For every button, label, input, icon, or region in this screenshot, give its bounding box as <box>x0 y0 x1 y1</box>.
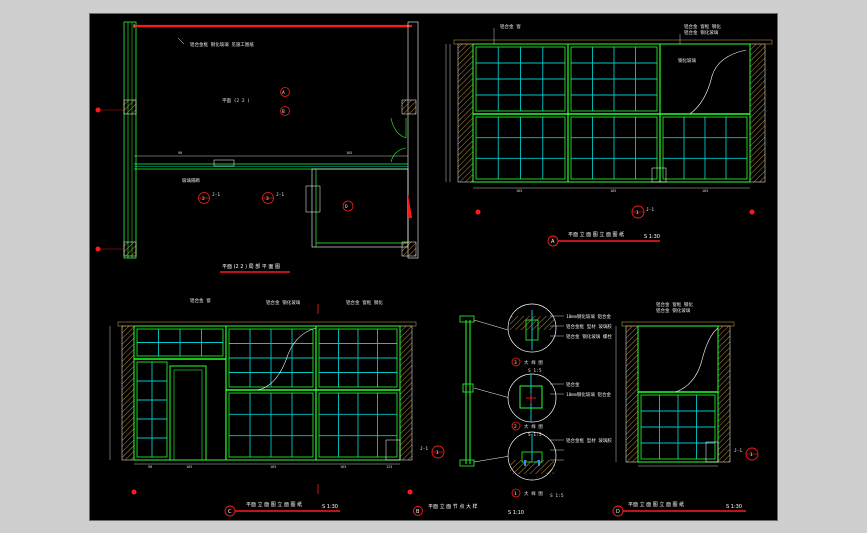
detail-note-4: 铝合金 <box>566 381 580 388</box>
elevation-a <box>445 28 773 247</box>
detail-3-num[interactable]: 3 <box>514 360 517 366</box>
elev-c-scale: S 1:30 <box>322 504 338 510</box>
plan-ref-num-2[interactable]: 2 <box>202 196 205 202</box>
glass-panel <box>318 328 398 388</box>
glass-panel <box>475 116 566 180</box>
elev-a-title: 平面 立 面 图 立 面 图 纸 <box>568 231 624 238</box>
callout-d[interactable]: D <box>345 204 348 210</box>
elev-a-note-3: 铝合金 钢化玻璃 <box>684 29 719 36</box>
elev-a-dim-1: 165 <box>516 189 522 193</box>
detail-note-2: 铝合金框 型材 玻璃胶 <box>566 323 612 330</box>
detail-note-6: 铝合金框 型材 玻璃胶 <box>566 437 612 444</box>
elevation-a-glass-grid <box>475 46 748 180</box>
elev-c-ref-text: J-1 <box>420 446 428 452</box>
elev-a-scale: S 1:30 <box>644 234 660 240</box>
detail-note-3: 铝合金 钢化玻璃 螺栓 <box>566 333 612 340</box>
detail-tag[interactable]: B <box>416 509 420 515</box>
detail-3-scale: S 1:5 <box>528 368 542 374</box>
glass-panel <box>662 116 748 180</box>
plan-ref-text-2: J-1 <box>212 192 220 198</box>
plan-room-label: 平面 (2 2 ) <box>222 98 250 104</box>
glass-panel <box>570 46 658 112</box>
plan-ref-num-3[interactable]: 3 <box>266 196 269 202</box>
elev-c-note-1: 铝合金 窗 <box>190 297 211 304</box>
section-details <box>413 303 564 516</box>
glass-panel <box>228 328 314 388</box>
elev-c-dim-4: 165 <box>340 465 346 469</box>
detail-2-text: 大 样 图 <box>524 423 543 430</box>
elev-a-dim-3: 165 <box>702 189 708 193</box>
elev-c-dim-5: 125 <box>386 465 392 469</box>
detail-1-scale: S 1:5 <box>550 493 564 499</box>
detail-3-text: 大 样 图 <box>524 359 543 366</box>
floor-plan <box>95 21 419 273</box>
cad-drawing-canvas: 铝合金框 钢化玻璃 见施工图纸 平面 (2 2 ) 玻璃隔断 A B D 2 J… <box>89 13 778 521</box>
elev-a-tag[interactable]: A <box>551 239 555 245</box>
elev-d-note-2: 铝合金 钢化玻璃 <box>656 307 691 314</box>
glass-panel <box>640 394 716 460</box>
glass-panel <box>136 361 168 458</box>
callout-b[interactable]: B <box>282 109 285 115</box>
elev-a-ref-num[interactable]: 1 <box>636 210 639 216</box>
elev-c-tag[interactable]: C <box>228 509 232 515</box>
callout-a[interactable]: A <box>282 90 285 96</box>
detail-2-num[interactable]: 2 <box>514 424 517 430</box>
plan-dim-1: 90 <box>178 151 182 155</box>
elev-d-scale: S 1:30 <box>726 504 742 510</box>
elev-c-dim-1: 90 <box>148 465 152 469</box>
plan-partition-note: 玻璃隔断 <box>182 177 200 184</box>
elev-a-note-1: 铝合金 窗 <box>500 23 521 30</box>
cad-drawing: 铝合金框 钢化玻璃 见施工图纸 平面 (2 2 ) 玻璃隔断 A B D 2 J… <box>95 21 773 517</box>
detail-title: 平面 立 面 节 点 大 样 <box>428 503 478 510</box>
plan-title: 平面 (2 2 ) 局 部 平 面 图 <box>222 263 280 270</box>
glass-panel <box>136 328 224 357</box>
detail-2-scale: S 1:5 <box>528 432 542 438</box>
plan-ref-text-3: J-1 <box>276 192 284 198</box>
elevation-c-glass-grid <box>136 328 398 458</box>
elev-c-dim-2: 165 <box>186 465 192 469</box>
elev-a-dim-2: 165 <box>610 189 616 193</box>
elev-c-ref-num[interactable]: 1 <box>436 450 439 456</box>
detail-note-5: 10mm钢化玻璃 铝合金 <box>566 391 612 398</box>
elevation-d-glass-grid <box>640 394 716 460</box>
elev-d-note-1: 铝合金 窗框 钢化 <box>656 301 693 308</box>
elev-a-note-4: 钢化玻璃 <box>678 57 696 64</box>
elev-a-note-2: 铝合金 窗框 钢化 <box>684 23 721 30</box>
elev-c-note-2: 铝合金 钢化玻璃 <box>266 299 301 306</box>
detail-1-text: 大 样 图 <box>524 490 543 497</box>
elev-d-ref-num[interactable]: 1 <box>750 452 753 458</box>
elev-a-ref-text: J-1 <box>646 207 654 213</box>
elev-d-ref-text: J-1 <box>734 448 742 454</box>
glass-panel <box>570 116 658 180</box>
plan-top-note: 铝合金框 钢化玻璃 见施工图纸 <box>190 41 254 48</box>
detail-scale: S 1:10 <box>508 510 524 516</box>
elevation-c <box>109 304 445 517</box>
elevation-d <box>612 321 759 517</box>
detail-1-num[interactable]: 1 <box>514 491 517 497</box>
glass-panel <box>475 46 566 112</box>
elev-c-title: 平面 立 面 图 立 面 图 纸 <box>246 501 302 508</box>
glass-panel <box>228 392 314 458</box>
detail-note-1: 10mm钢化玻璃 铝合金 <box>566 313 612 320</box>
elev-c-dim-3: 165 <box>270 465 276 469</box>
elev-d-tag[interactable]: D <box>616 509 620 515</box>
elev-d-title: 平面 立 面 图 立 面 图 纸 <box>628 501 684 508</box>
glass-panel <box>318 392 398 458</box>
elev-c-note-3: 铝合金 窗框 钢化 <box>346 299 383 306</box>
plan-dim-2: 165 <box>346 151 352 155</box>
